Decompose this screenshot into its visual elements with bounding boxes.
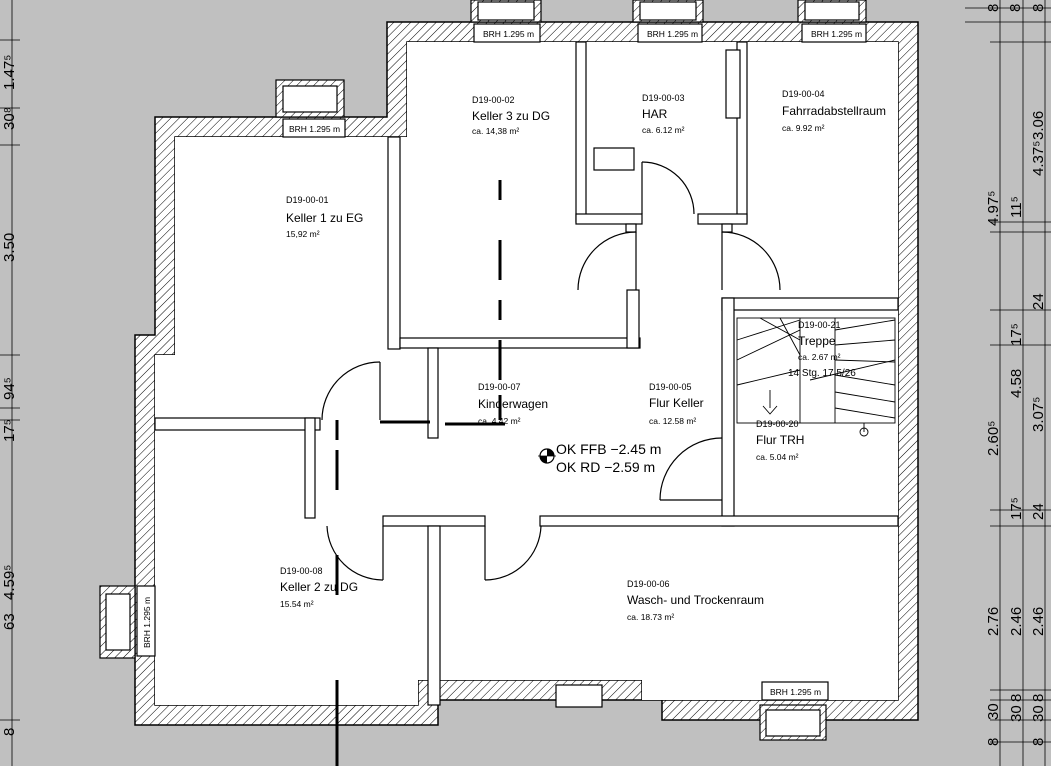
hidden-lines [335,180,505,766]
room-area: ca. 14,38 m² [472,126,519,136]
room-labels: D19-00-01 Keller 1 zu EG 15,92 m² D19-00… [280,89,886,622]
dim-r2-6: 8 [1008,694,1025,702]
room-id: D19-00-03 [642,93,685,103]
dim-top-1: 8 [985,4,1002,12]
dim-left-2: 30⁸ [1,107,18,130]
room-name: Fahrradabstellraum [782,104,886,118]
dim-r3-4: 3.07⁵ [1030,397,1047,432]
dim-r2-2: 17⁵ [1008,323,1025,346]
room-name: Keller 1 zu EG [286,211,363,225]
dim-r3-8: 30 [1030,705,1047,722]
windows [99,0,867,741]
room-area: ca. 6.12 m² [642,125,685,135]
dim-r3-7: 8 [1030,694,1047,702]
interior-walls [154,41,899,708]
dim-left-6: 4.59⁵ [1,565,18,600]
room-area: ca. 12.58 m² [649,416,696,426]
room-area: ca. 18.73 m² [627,612,674,622]
level-ffb: OK FFB −2.45 m [556,441,661,457]
room-id: D19-00-21 [798,320,841,330]
dim-r3-6: 2.46 [1030,607,1047,636]
room-id: D19-00-04 [782,89,825,99]
dim-r1-2: 2.60⁵ [985,421,1002,456]
dim-left-4: 94⁵ [1,377,18,400]
dimension-chains-right [965,0,1051,766]
dimension-labels-top: 8 8 8 [985,4,1047,12]
room-id: D19-00-05 [649,382,692,392]
room-name: Kinderwagen [478,397,548,411]
interior-floor [155,42,898,705]
room-id: D19-00-08 [280,566,323,576]
room-id: D19-00-20 [756,419,799,429]
dimension-labels-right-1: 4.97⁵ 2.60⁵ 2.76 30 8 [985,191,1002,746]
stair-steps: 14 Stg. 17.5/26 [788,368,856,379]
room-id: D19-00-01 [286,195,329,205]
level-rd: OK RD −2.59 m [556,459,655,475]
room-id: D19-00-06 [627,579,670,589]
dim-left-1: 1.47⁵ [1,55,18,90]
room-area: ca. 9.92 m² [782,123,825,133]
room-name: Wasch- und Trockenraum [627,593,764,607]
dim-r1-3: 2.76 [985,607,1002,636]
dim-r1-5: 8 [985,738,1002,746]
window-label-left-top: BRH 1.295 m [289,124,340,134]
room-name: Keller 3 zu DG [472,109,550,123]
room-name: Treppe [798,334,836,348]
room-name: Keller 2 zu DG [280,580,358,594]
stair [736,317,896,437]
window-label-bottom: BRH 1.295 m [770,687,821,697]
room-name: Flur Keller [649,396,704,410]
window-label-top-3: BRH 1.295 m [811,29,862,39]
dim-r2-3: 4.58 [1008,369,1025,398]
room-area: 15,92 m² [286,229,320,239]
dim-r1-1: 4.97⁵ [985,191,1002,226]
dim-left-8: 8 [1,728,18,736]
doors [321,161,781,581]
dim-r2-7: 30 [1008,705,1025,722]
window-label-top-2: BRH 1.295 m [647,29,698,39]
dim-r3-9: 8 [1030,738,1047,746]
room-area: ca. 5.04 m² [756,452,799,462]
room-id: D19-00-02 [472,95,515,105]
room-name: Flur TRH [756,433,804,447]
window-label-left-side: BRH 1.295 m [142,597,152,648]
dimension-chain-left [0,0,20,766]
dimension-labels-left: 1.47⁵ 30⁸ 3.50 94⁵ 17⁵ 4.59⁵ 63 8 [1,55,18,736]
level-marker: OK FFB −2.45 m OK RD −2.59 m [538,441,661,475]
dim-r2-1: 11⁵ [1008,196,1025,218]
dim-r2-4: 17⁵ [1008,497,1025,520]
dim-top-3: 8 [1030,4,1047,12]
dimension-labels-right-2: 11⁵ 17⁵ 4.58 17⁵ 2.46 8 30 [1008,196,1025,722]
room-area: 15.54 m² [280,599,314,609]
room-name: HAR [642,107,668,121]
room-area: ca. 4.42 m² [478,416,521,426]
dim-r3-2: 4.37⁵ [1030,141,1047,176]
room-id: D19-00-07 [478,382,521,392]
dim-r1-4: 30 [985,703,1002,720]
dim-left-5: 17⁵ [1,419,18,442]
dim-r3-5: 24 [1030,503,1047,520]
dim-r2-5: 2.46 [1008,607,1025,636]
dim-r3-1: 3.06 [1030,111,1047,140]
window-label-top-1: BRH 1.295 m [483,29,534,39]
dim-left-7: 63 [1,613,18,630]
dim-r3-3: 24 [1030,293,1047,310]
dimension-labels-right-3: 3.06 4.37⁵ 24 3.07⁵ 24 2.46 8 30 8 [1030,111,1047,746]
window-labels: BRH 1.295 m BRH 1.295 m BRH 1.295 m BRH … [142,29,862,697]
dim-left-3: 3.50 [1,233,18,262]
room-area: ca. 2.67 m² [798,352,841,362]
dim-top-2: 8 [1007,4,1024,12]
